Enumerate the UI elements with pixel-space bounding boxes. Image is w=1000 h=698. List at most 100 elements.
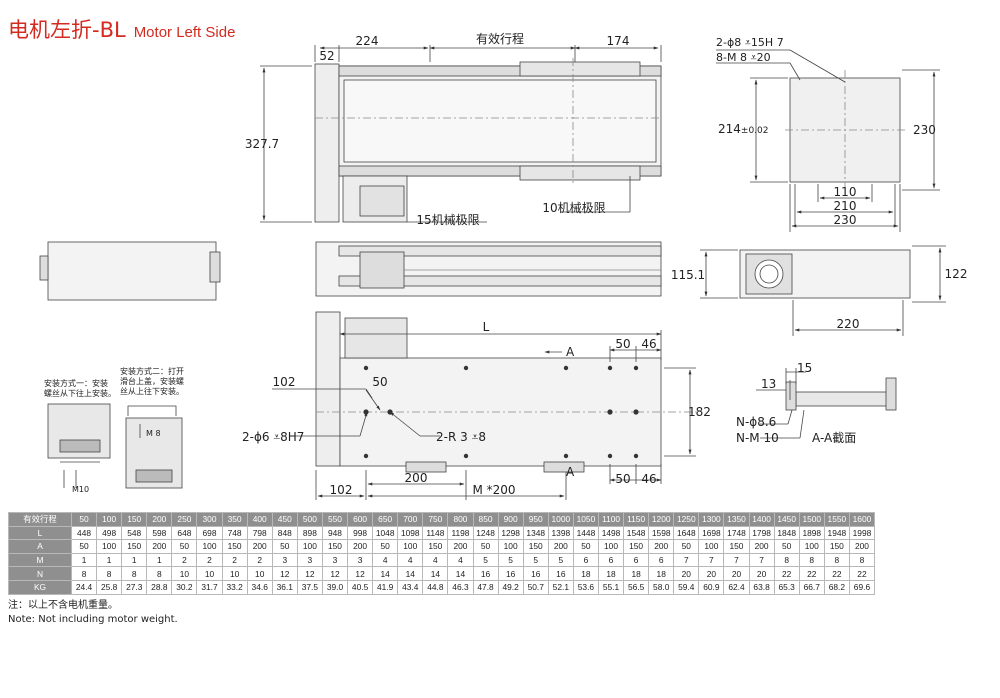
table-cell: 1298 [497,525,524,541]
dim-50-bottom: 50 [615,472,630,486]
table-cell: 650 [372,512,399,527]
table-cell: 16 [522,566,549,581]
table-cell: 750 [422,512,449,527]
table-cell: 8 [773,552,800,568]
table-cell: 8 [121,566,148,581]
table-cell: 1498 [597,525,625,541]
table-cell: 1148 [422,525,449,541]
table-cell: 550 [321,512,349,527]
dim-220: 220 [837,317,860,331]
table-cell: 43.4 [397,579,424,595]
table-cell: 100 [397,539,424,554]
table-cell: 3 [321,552,349,568]
mount-method-2-label: M 8 [146,429,161,438]
table-cell: 50.7 [522,579,549,595]
section-title: A-A截面 [812,431,856,445]
table-cell: 200 [347,539,374,554]
table-cell: 1848 [773,525,800,541]
table-cell: 6 [597,552,625,568]
dim-200: 200 [405,471,428,485]
table-cell: 8 [70,566,98,581]
note-english: Note: Not including motor weight. [8,614,178,625]
table-cell: 5 [522,552,549,568]
dim-230-bottom: 230 [834,213,857,227]
table-cell: 1348 [522,525,549,541]
table-cell: 3 [271,552,298,568]
table-cell: 1248 [472,525,499,541]
table-cell: 150 [121,539,148,554]
table-cell: 62.4 [723,579,750,595]
table-cell: 200 [447,539,474,554]
table-cell: 498 [96,525,123,541]
table-cell: 850 [472,512,499,527]
page-title: 电机左折-BL Motor Left Side [8,14,235,44]
table-cell: 4 [372,552,399,568]
bottom-view [272,311,700,500]
table-cell: 2 [221,552,248,568]
dim-230-right: 230 [913,123,936,137]
table-cell: 4 [397,552,424,568]
section-mark-a-top: A [566,345,575,359]
table-cell: 50 [673,539,700,554]
table-cell: 40.5 [347,579,374,595]
dim-L: L [483,320,490,334]
table-cell: 24.4 [70,579,98,595]
table-cell: 1450 [773,512,800,527]
table-cell: 56.5 [623,579,650,595]
n-holes-callout: N-ϕ8.6 [736,415,776,429]
table-cell: 1598 [648,525,675,541]
table-cell: 10 [196,566,223,581]
table-cell: 20 [698,566,725,581]
table-cell: 648 [171,525,198,541]
table-cell: 1398 [547,525,574,541]
side-view-2 [700,245,946,336]
table-cell: 950 [522,512,549,527]
pin-holes-callout: 2-ϕ6 ⩡8H7 [242,430,304,444]
table-cell: 1548 [623,525,650,541]
dim-182: 182 [688,405,711,419]
table-cell: 848 [271,525,298,541]
table-cell: 28.8 [146,579,173,595]
table-cell: 50 [171,539,198,554]
table-cell: 41.9 [372,579,399,595]
mount-method-1-label: M10 [72,485,89,494]
table-cell: 400 [246,512,273,527]
table-cell: 58.0 [648,579,675,595]
table-cell: 18 [572,566,599,581]
top-view [260,45,662,223]
table-cell: 1150 [623,512,650,527]
table-cell: 5 [472,552,499,568]
limit-10: 10机械极限 [542,200,605,215]
table-cell: 100 [296,539,323,554]
table-cell: 150 [723,539,750,554]
table-row-header: A [8,539,72,554]
table-cell: 1300 [698,512,725,527]
table-row-header: M [8,552,72,568]
table-cell: 14 [372,566,399,581]
title-chinese: 电机左折-BL [8,18,126,42]
table-cell: 900 [497,512,524,527]
table-cell: 1600 [848,512,876,527]
table-cell: 65.3 [773,579,800,595]
table-cell: 8 [96,566,123,581]
table-cell: 22 [798,566,825,581]
table-cell: 2 [196,552,223,568]
table-cell: 300 [196,512,223,527]
table-cell: 1400 [748,512,775,527]
table-cell: 150 [321,539,349,554]
table-cell: 800 [447,512,474,527]
mount-method-1: 安装方式一：安装 螺丝从下往上安装。 M10 [44,378,116,494]
table-cell: 25.8 [96,579,123,595]
table-cell: 1998 [848,525,876,541]
table-row-header: 有效行程 [8,512,72,527]
table-cell: 27.3 [121,579,148,595]
r-holes-callout: 2-R 3 ⩡8 [436,430,486,444]
table-cell: 8 [848,552,876,568]
dim-50-left: 50 [372,375,387,389]
table-cell: 150 [221,539,248,554]
title-english: Motor Left Side [133,24,236,41]
table-cell: 250 [171,512,198,527]
table-cell: 16 [547,566,574,581]
table-cell: 1 [70,552,98,568]
table-cell: 1050 [572,512,599,527]
